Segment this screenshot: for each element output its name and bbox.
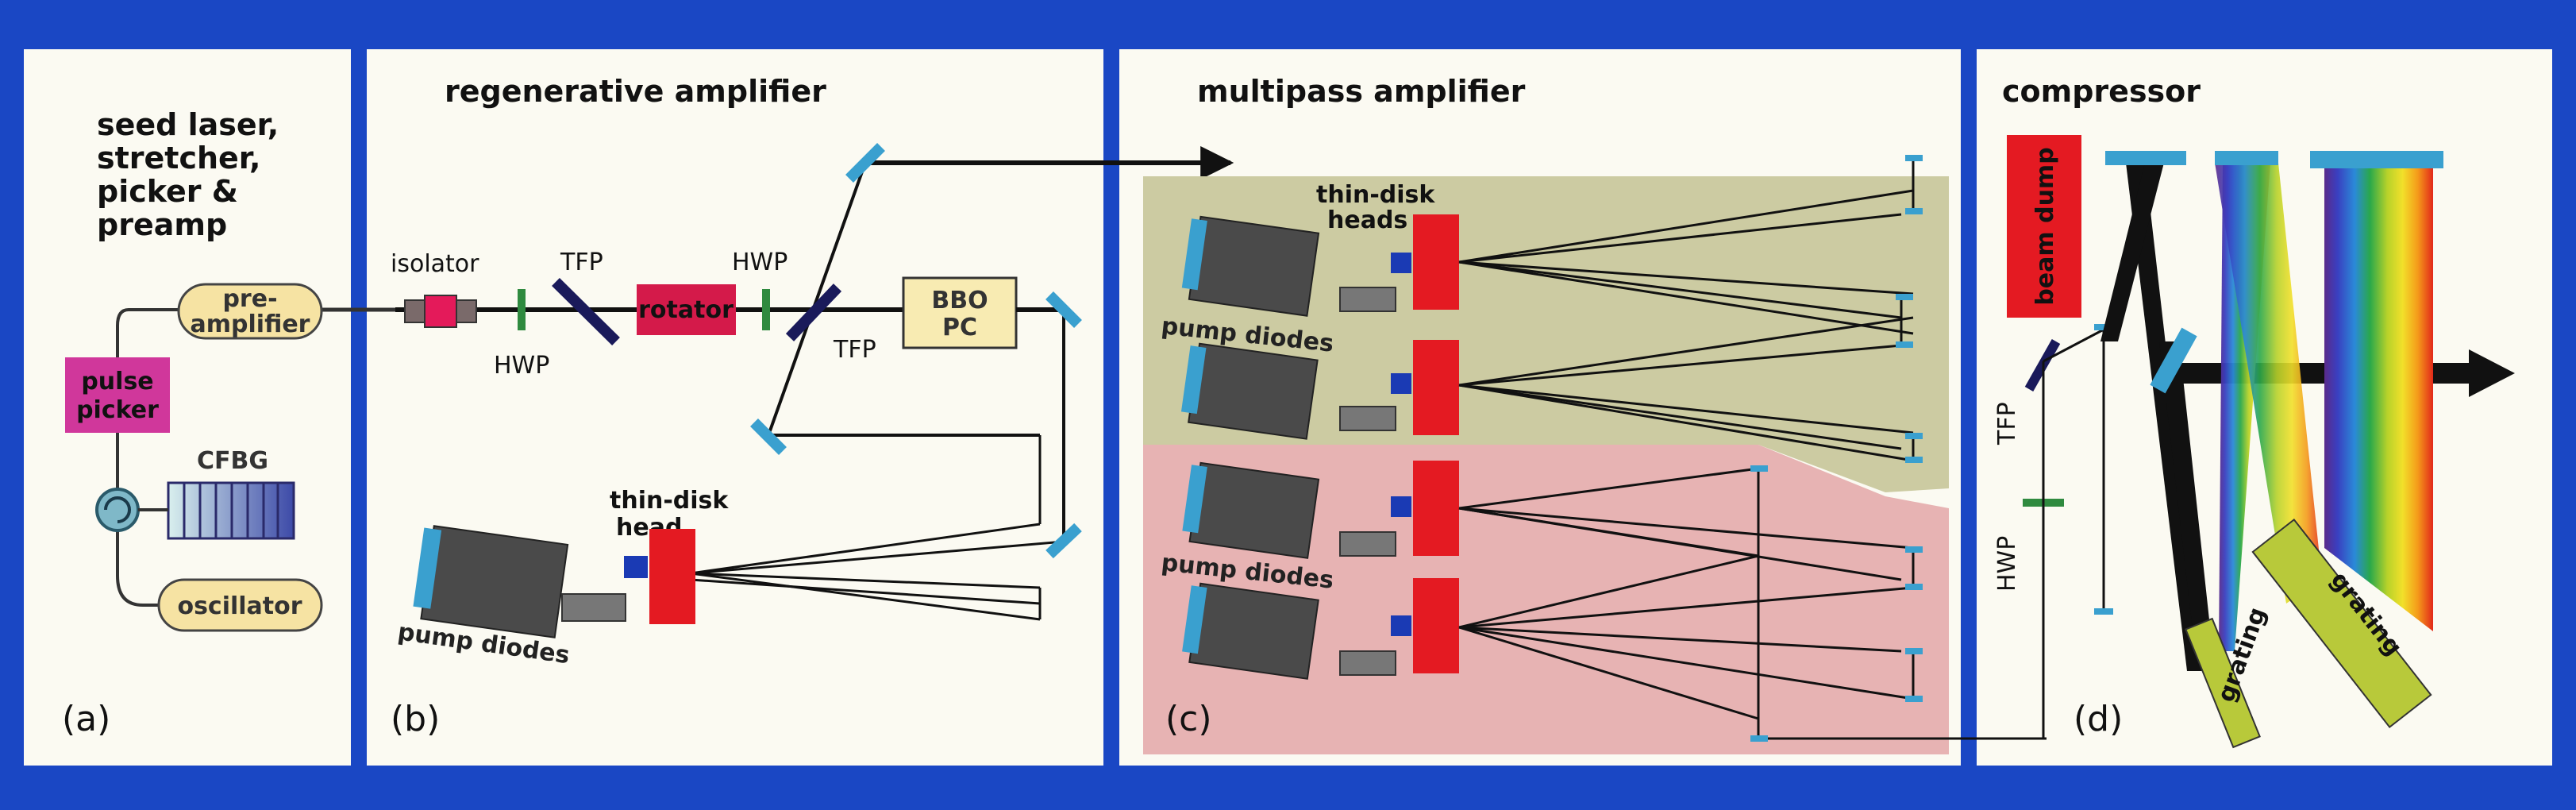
compressor-pickoff-mirror	[2150, 327, 2197, 394]
disk-head-block	[649, 529, 695, 624]
panel-d-title: compressor	[2002, 74, 2201, 109]
panel-a-title-line-4: preamp	[97, 207, 227, 242]
panel-c-letter: (c)	[1165, 699, 1212, 739]
panel-b	[367, 49, 1103, 766]
mirror-top	[845, 143, 885, 183]
pump-diode-c2	[1180, 342, 1319, 440]
bbo-pc-box	[902, 276, 1018, 349]
oscillator-box	[157, 578, 323, 632]
output-arrowhead	[2469, 349, 2515, 397]
cfbg-label: CFBG	[197, 447, 268, 475]
bbo-label-2: PC	[942, 314, 977, 341]
panel-a-letter: (a)	[62, 699, 110, 739]
panel-a-title-line-3: picker &	[97, 174, 238, 209]
tfp-2-label: TFP	[833, 336, 876, 364]
disk-head-c2	[1413, 340, 1459, 435]
mirror-right-lower	[1045, 523, 1082, 559]
disk-crystal-c3	[1391, 496, 1411, 517]
oscillator-label: oscillator	[177, 592, 302, 620]
pulse-picker-box	[65, 357, 170, 433]
isolator-core	[424, 295, 457, 328]
panel-b-content: regenerative amplifier isolator HWP TFP …	[391, 74, 1234, 739]
compressor-mirror-3	[2310, 151, 2443, 168]
compressor-beam-fan-2	[2100, 163, 2164, 341]
compressor-mirror-2	[2215, 151, 2278, 165]
panel-d-content: compressor beam dump TFP HWP	[1993, 74, 2515, 749]
fiber-path	[116, 308, 179, 607]
disk-head-c1	[1413, 214, 1459, 310]
disk-beam-fan	[690, 523, 1065, 621]
disk-heads-label-2: heads	[1327, 206, 1407, 234]
hwp-1-plate	[518, 289, 526, 330]
panel-b-letter: (b)	[391, 699, 440, 739]
pump-couplers-c	[1339, 287, 1396, 676]
hwp-1-label: HWP	[494, 352, 549, 380]
pump-diode-c3	[1182, 461, 1320, 559]
grating-small	[2185, 617, 2261, 749]
disk-heads-label-1: thin-disk	[1316, 181, 1435, 209]
isolator-label: isolator	[391, 250, 479, 278]
panel-b-title: regenerative amplifier	[445, 74, 826, 109]
circulator-icon	[95, 488, 140, 532]
hwp-2-label: HWP	[732, 249, 787, 276]
fold-mirror-d2	[2094, 608, 2113, 615]
dispersed-fan-diag	[2215, 163, 2322, 604]
multipass-fold-lines	[1757, 155, 2047, 740]
panel-a-content: seed laser, stretcher, picker & preamp p…	[62, 107, 395, 739]
pulse-picker-label-2: picker	[76, 396, 159, 424]
cfbg-lines	[183, 483, 279, 538]
beam-dump-label: beam dump	[2031, 147, 2059, 305]
rotator-label: rotator	[638, 296, 734, 324]
pump-coupler-b	[561, 593, 626, 622]
tfp-1-plate	[552, 278, 620, 345]
disk-head-c4	[1413, 578, 1459, 673]
compressor-beam-fan-3	[2159, 341, 2215, 671]
hwp-2-plate	[762, 289, 770, 330]
disk-crystal-c1	[1391, 253, 1411, 273]
disk-crystal	[624, 556, 648, 578]
tfp-d-label: TFP	[1993, 402, 2021, 446]
disk-crystal-c2	[1391, 373, 1411, 394]
disk-head-c3	[1413, 461, 1459, 556]
rotator-box	[637, 284, 736, 335]
diag-beam	[767, 162, 867, 436]
pump-diode-c1	[1181, 215, 1320, 317]
dispersed-fan-large	[2324, 163, 2433, 631]
beam-dump-box	[2007, 135, 2081, 318]
fold-mirror-d1	[2094, 324, 2113, 330]
hwp-d-label: HWP	[1993, 536, 2021, 592]
panel-c-title: multipass amplifier	[1197, 74, 1526, 109]
pump-diode-b	[413, 525, 569, 638]
pump-diode-c4	[1182, 582, 1319, 680]
grating-large	[2251, 518, 2432, 729]
multipass-beams	[1458, 189, 1914, 720]
preamp-label-2: amplifier	[191, 310, 310, 338]
mirror-left-lower	[750, 418, 787, 455]
disk-crystal-c4	[1391, 615, 1411, 636]
tfp-1-label: TFP	[560, 249, 603, 276]
preamp-label-1: pre-	[222, 285, 277, 313]
compressor-fold-beam	[2043, 328, 2104, 363]
multipass-mirrors	[1750, 155, 1923, 742]
panel-d-letter: (d)	[2074, 699, 2123, 739]
tfp-2-plate	[785, 284, 842, 341]
compressor-mirror-1	[2105, 151, 2186, 165]
panel-a-title-line-2: stretcher,	[97, 141, 260, 176]
mirror-right-upper	[1045, 291, 1082, 328]
disk-head-label-1: thin-disk	[610, 487, 729, 515]
circulator-arrow-icon	[104, 496, 131, 523]
pulse-picker-label-1: pulse	[81, 368, 153, 395]
panel-c-content: multipass amplifier thin-disk heads	[1143, 74, 2047, 754]
preamp-box	[177, 283, 323, 340]
bbo-label-1: BBO	[931, 287, 988, 314]
panel-a-title-line-1: seed laser,	[97, 107, 279, 142]
lower-stage-zone	[1143, 445, 1949, 754]
